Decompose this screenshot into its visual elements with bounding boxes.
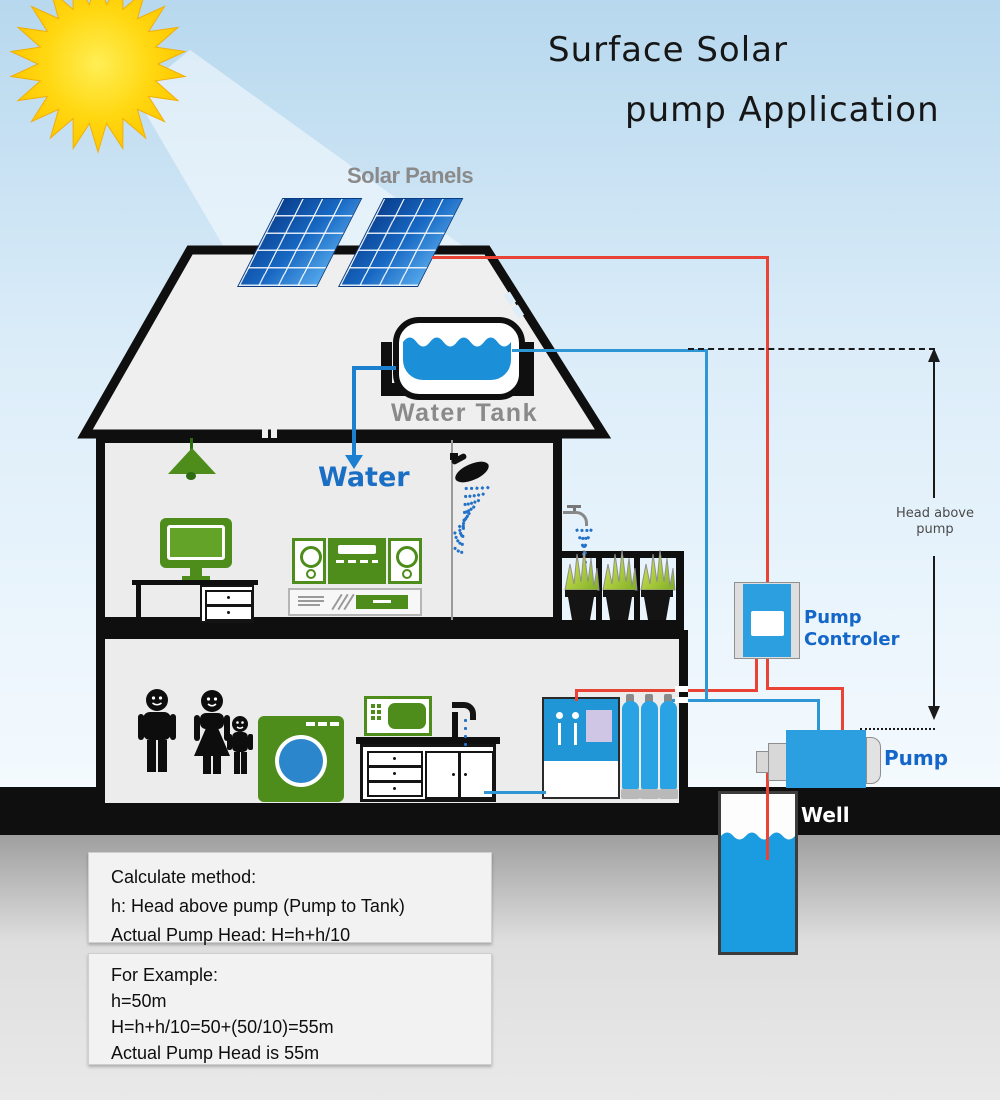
tank-stand-right	[523, 342, 534, 396]
purifier-tap	[556, 712, 563, 719]
filter-cylinder	[645, 694, 653, 703]
info-line: Actual Pump Head is 55m	[111, 1043, 320, 1063]
filter-cylinder	[664, 694, 672, 703]
measure-line-lower	[933, 556, 935, 708]
washer-door	[279, 739, 323, 783]
measure-line-upper	[933, 358, 935, 498]
wire-solar-to-controller-v	[766, 256, 769, 586]
info-line: For Example:	[111, 965, 219, 985]
microwave	[364, 696, 432, 736]
water-pipe-vertical	[352, 366, 356, 456]
washing-machine	[258, 716, 344, 802]
pipe-to-pump-v	[817, 699, 820, 733]
desk-drawer-unit	[200, 585, 254, 623]
filter-cylinder-cap	[621, 789, 640, 799]
water-purifier	[542, 697, 620, 799]
potted-plant	[564, 549, 600, 620]
pump-label: Pump	[884, 746, 949, 770]
filter-cylinder-cap	[640, 789, 659, 799]
lamp-bulb	[186, 472, 196, 480]
wire-solar-to-controller-h	[432, 256, 768, 259]
arrow-up-icon	[928, 348, 940, 362]
family-icon	[138, 689, 253, 774]
balcony-post	[676, 551, 684, 622]
filter-cylinder-body	[641, 701, 658, 789]
info-line: h=50m	[111, 991, 167, 1011]
water-pipe-horizontal	[352, 366, 396, 370]
filter-cylinder-cap	[659, 789, 678, 799]
kitchen-counter-top	[356, 737, 500, 744]
wire-controller-to-purifier-v1	[755, 655, 758, 692]
attic-line-break	[262, 429, 268, 438]
measure-dashed-top	[688, 348, 935, 350]
pipe-down-outside-v	[705, 349, 708, 702]
purifier-tap	[572, 712, 579, 719]
wall-pass-mark	[675, 697, 688, 703]
info-line: h: Head above pump (Pump to Tank)	[111, 896, 405, 916]
ceiling-lamp-icon	[168, 448, 216, 474]
info-line: Calculate method:	[111, 867, 257, 887]
solar-panels-label: Solar Panels	[347, 163, 474, 188]
pipe-kitchen-floor	[484, 791, 546, 794]
filter-cylinder-body	[660, 701, 677, 789]
info-line: Actual Pump Head: H=h+h/10	[111, 925, 351, 945]
pump-controller-label: Pump Controler	[804, 607, 900, 650]
well-label: Well	[801, 803, 850, 827]
page-title-line2: pump Application	[625, 90, 940, 130]
attic-line-break	[271, 429, 277, 438]
balcony-rail	[556, 551, 684, 558]
desk-top	[132, 580, 258, 585]
desk-leg	[136, 585, 141, 623]
well-water	[721, 826, 795, 952]
potted-plant	[640, 549, 676, 620]
monitor-screen	[167, 525, 225, 560]
wire-controller-to-purifier-v2	[575, 689, 578, 701]
water-arrow-icon	[345, 455, 363, 469]
kitchen-faucet-icon	[452, 702, 476, 720]
head-above-pump-label: Head above pump	[896, 506, 974, 537]
pump-body	[786, 730, 866, 788]
ceiling-lamp-stem	[190, 438, 193, 450]
page-title-line1: Surface Solar	[548, 30, 788, 70]
floor-slab	[96, 620, 684, 634]
balcony-faucet-pipe	[563, 511, 588, 526]
calculate-method-box: Calculate method: h: Head above pump (Pu…	[88, 852, 492, 945]
wire-pump-to-well	[766, 766, 769, 860]
tv-shelf	[288, 588, 422, 616]
water-label: Water	[318, 462, 410, 493]
stereo-unit	[328, 538, 386, 584]
example-box: For Example: h=50m H=h+h/10=50+(50/10)=5…	[88, 953, 492, 1065]
pipe-tank-to-right-h	[512, 349, 708, 352]
shower-mount	[450, 453, 458, 460]
monitor-base	[182, 576, 210, 580]
potted-plant	[602, 549, 638, 620]
arrow-down-icon	[928, 706, 940, 720]
speaker-right	[388, 538, 422, 584]
shower-room-wall	[451, 440, 453, 620]
speaker-left	[292, 538, 326, 584]
pump-cap	[866, 737, 881, 784]
monitor-stand	[190, 568, 202, 577]
water-tank-label: Water Tank	[391, 399, 538, 427]
water-tank-water	[403, 330, 511, 380]
wire-controller-to-pump-v2	[841, 687, 844, 733]
pipe-house-to-pump-h	[672, 699, 820, 702]
wire-controller-to-pump-v1	[766, 655, 769, 690]
sun-icon	[9, 0, 187, 154]
measure-dotted-bottom	[860, 728, 935, 730]
info-line: H=h+h/10=50+(50/10)=55m	[111, 1017, 334, 1037]
pump-controller-display	[751, 611, 784, 636]
kitchen-cabinet	[360, 744, 496, 802]
filter-cylinder-body	[622, 701, 639, 789]
kitchen-faucet-pipe	[452, 712, 458, 738]
wire-controller-to-pump-h	[766, 687, 844, 690]
filter-cylinder	[626, 694, 634, 703]
balcony-faucet-stem	[573, 505, 576, 513]
wall-pass-mark	[675, 686, 688, 692]
wire-controller-to-purifier-h	[577, 689, 758, 692]
purifier-screen	[586, 710, 612, 742]
